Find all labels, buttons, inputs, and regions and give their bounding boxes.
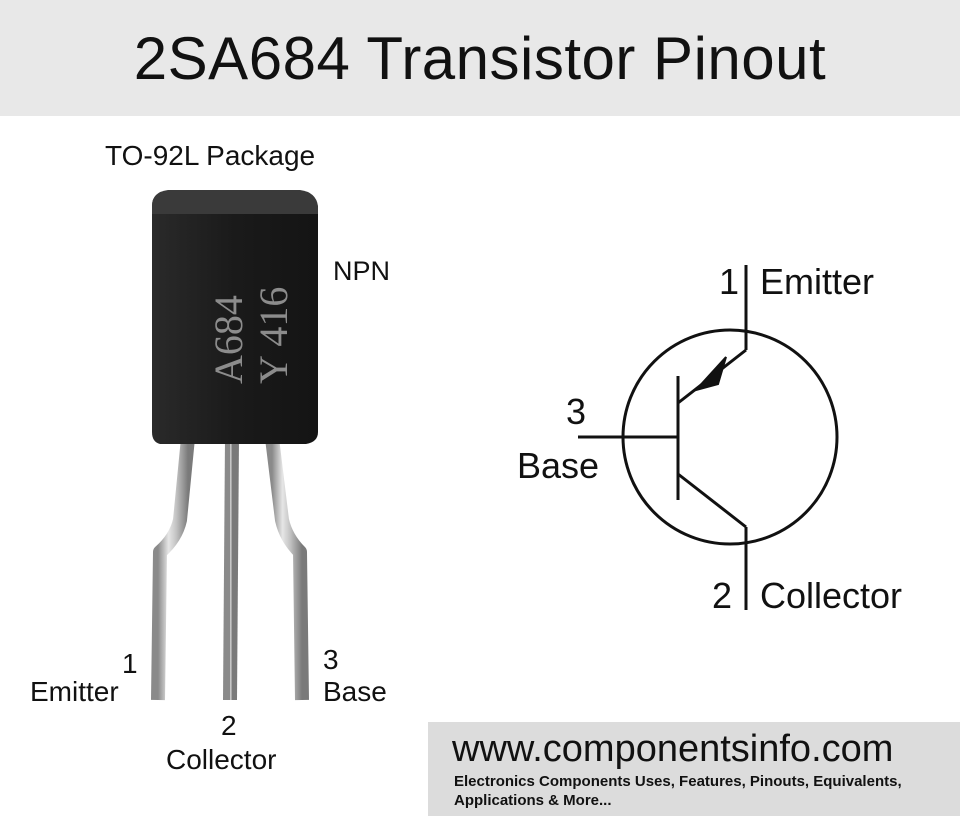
transistor-symbol bbox=[578, 265, 839, 610]
pkg-pin1-number: 1 bbox=[122, 648, 138, 679]
transistor-leads bbox=[151, 437, 309, 701]
lead-base bbox=[265, 437, 309, 701]
pkg-pin2-name: Collector bbox=[166, 744, 277, 775]
emitter-arrow-icon bbox=[692, 356, 727, 392]
symbol-collector-number: 2 bbox=[712, 575, 733, 616]
symbol-base-number: 3 bbox=[566, 391, 587, 432]
package-label: TO-92L Package bbox=[105, 140, 316, 171]
footer-banner: www.componentsinfo.com Electronics Compo… bbox=[428, 722, 960, 816]
pkg-pin3-number: 3 bbox=[323, 644, 339, 675]
pkg-pin2-number: 2 bbox=[221, 710, 237, 741]
symbol-emitter-number: 1 bbox=[719, 261, 740, 302]
package-marking-1: A684 bbox=[206, 295, 251, 384]
package-marking-2: Y 416 bbox=[251, 287, 296, 384]
footer-tagline: Electronics Components Uses, Features, P… bbox=[454, 773, 902, 809]
symbol-collector-name: Collector bbox=[760, 575, 903, 616]
pkg-pin3-name: Base bbox=[323, 676, 387, 707]
pkg-pin1-name: Emitter bbox=[30, 676, 119, 707]
symbol-emitter-name: Emitter bbox=[760, 261, 875, 302]
collector-diagonal bbox=[677, 472, 747, 529]
transistor-type-label: NPN bbox=[333, 256, 391, 286]
lead-collector bbox=[223, 437, 239, 701]
transistor-body: A684 Y 416 bbox=[152, 190, 318, 444]
title-bar: 2SA684 Transistor Pinout bbox=[0, 0, 960, 116]
page-title: 2SA684 Transistor Pinout bbox=[133, 24, 827, 92]
lead-emitter bbox=[151, 437, 195, 701]
website-link[interactable]: www.componentsinfo.com bbox=[452, 728, 894, 770]
symbol-base-name: Base bbox=[517, 445, 600, 486]
